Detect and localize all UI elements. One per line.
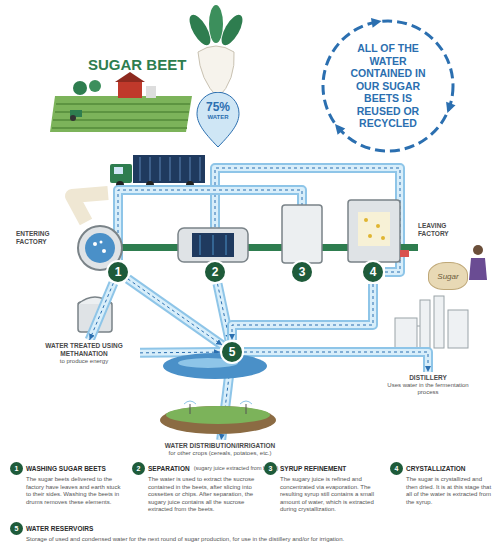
legend-heading: SEPARATION [148,462,190,475]
water-pipe [90,283,114,340]
area-label: ENTERING FACTORY [16,230,64,246]
callout-number: 1 [106,260,130,284]
callout-number: 2 [132,462,145,475]
callout-number: 2 [212,265,219,279]
tree [73,81,87,95]
legend-text: The sugary juice is refined and concentr… [280,476,384,514]
callout-number: 5 [229,345,236,359]
water-drop: 75%WATER [196,92,240,148]
evaporator [282,205,322,263]
crystallizer [348,200,409,262]
callout-number: 2 [203,260,227,284]
tractor-wheel [70,115,76,121]
sugar-beet [185,5,246,98]
message-circle: ALL OF THE WATER CONTAINED IN OUR SUGAR … [318,16,458,156]
node-title: DISTILLERY [383,374,473,382]
callout-number: 4 [361,260,385,284]
sugar-bag: Sugar [428,262,468,290]
worker [469,245,487,280]
field [50,96,192,132]
legend-text: Storage of used and condensed water for … [26,536,494,544]
caption-box: WATER DISTRIBUTION/IRRIGATIONfor other c… [140,440,300,459]
node-title: 75% [196,101,240,114]
distillery-plant [395,296,468,348]
road [72,193,108,222]
silo [146,86,156,98]
heading: SUGAR BEET [88,56,186,73]
node-text: to produce energy [31,358,137,365]
node-title: ALL OF THE WATER CONTAINED IN OUR SUGAR … [344,42,432,130]
tree [89,80,101,92]
legend-text: The sugar is crystallized and then dried… [406,476,494,506]
legend-text: The water is used to extract the sucrose… [148,476,258,514]
truck [110,155,205,189]
callout-number: 4 [370,265,377,279]
legend-heading: SYRUP REFINEMENT [280,462,346,475]
caption-box: DISTILLERYUses water in the fermentation… [380,372,476,398]
legend-heading: WASHING SUGAR BEETS [26,462,106,475]
diffuser [178,228,248,262]
node-text: Uses water in the fermentation process [383,382,473,396]
node-text: WATER [196,114,240,121]
water-pipe [244,352,428,372]
callout-number: 1 [115,265,122,279]
callout-number: 4 [390,462,403,475]
water-pipe [128,279,222,345]
node-title: WATER DISTRIBUTION/IRRIGATION [143,442,297,450]
callout-number: 1 [10,462,23,475]
legend-heading: WATER RESERVOIRS [26,522,93,535]
area-label: LEAVING FACTORY [418,222,474,238]
irrigated-field [160,401,276,434]
callout-number: 5 [10,522,23,535]
water-pipe [140,352,220,354]
barn [118,82,142,98]
legend-heading: CRYSTALLIZATION [406,462,465,475]
callout-number: 3 [264,462,277,475]
node-title: Sugar [437,272,458,281]
callout-number: 3 [299,265,306,279]
caption-box: WATER TREATED USING METHANATIONto produc… [28,340,140,367]
water-pipe [232,284,373,340]
node-title: WATER TREATED USING METHANATION [31,342,137,358]
callout-number: 5 [220,340,244,364]
crop-rows [52,104,190,128]
reservoir [163,353,267,379]
barn-roof [115,72,145,82]
callout-number: 3 [290,260,314,284]
legend-text: The sugar beets delivered to the factory… [26,476,126,506]
node-text: for other crops (cereals, potatoes, etc.… [143,450,297,457]
